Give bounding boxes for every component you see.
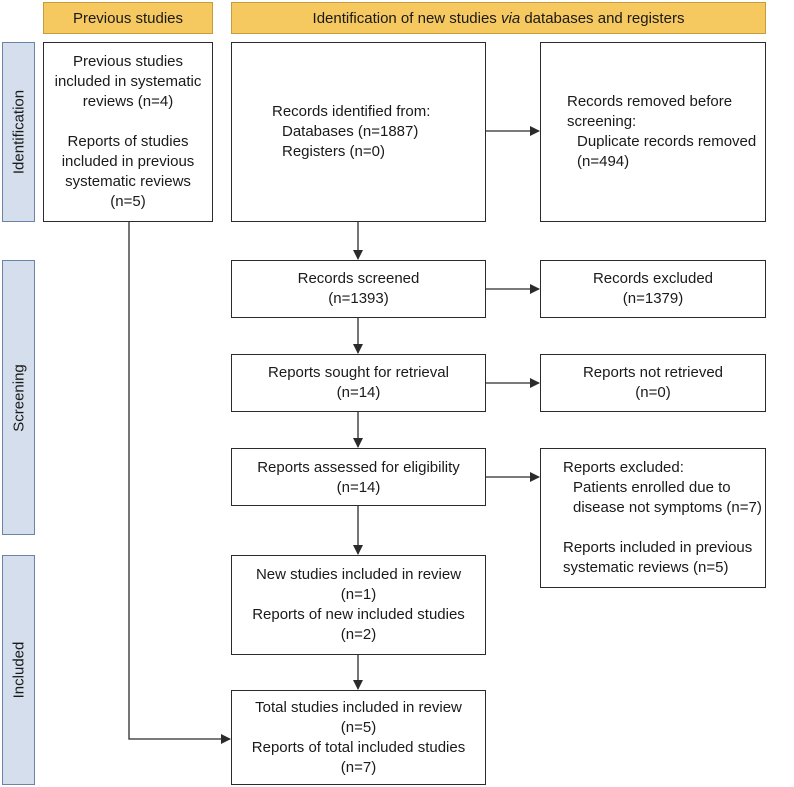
reports-assessed-count: (n=14) — [336, 479, 381, 496]
previous-studies-header-label: Previous studies — [72, 9, 184, 27]
previous-line-5: included in previous — [61, 153, 195, 170]
total-included-line-2: (n=5) — [340, 718, 377, 736]
reports-excluded-reason1-line2: disease not symptoms (n=7) — [573, 499, 762, 516]
reports-excluded-title: Reports excluded: — [563, 459, 684, 476]
reports-not-retrieved-count: (n=0) — [635, 384, 671, 401]
previous-studies-box: Previous studies included in systematic … — [43, 42, 213, 222]
reports-sought-count: (n=14) — [336, 384, 381, 401]
new-included-line-4: (n=2) — [340, 626, 377, 643]
reports-sought-label: Reports sought for retrieval — [268, 364, 449, 381]
reports-assessed-box: Reports assessed for eligibility (n=14) — [231, 448, 486, 506]
previous-line-6: systematic reviews — [65, 173, 191, 190]
records-removed-box: Records removed before screening: Duplic… — [540, 42, 766, 222]
new-studies-header-prefix: Identification of new studies — [312, 9, 501, 27]
reports-excluded-reason2-line1: Reports included in previous — [563, 539, 753, 556]
records-screened-label: Records screened — [297, 270, 420, 287]
reports-not-retrieved-box: Reports not retrieved (n=0) — [540, 354, 766, 412]
reports-not-retrieved-label: Reports not retrieved — [582, 364, 724, 381]
records-identified-registers: Registers (n=0) — [282, 143, 385, 160]
previous-studies-header: Previous studies — [43, 2, 213, 34]
reports-excluded-reason2-line2: systematic reviews (n=5) — [563, 559, 729, 576]
arrow-previous-to-total — [128, 222, 231, 744]
new-included-line-1: New studies included in review — [255, 566, 462, 583]
records-removed-line-1: Records removed before — [567, 93, 733, 110]
records-removed-line-4: (n=494) — [577, 153, 630, 170]
reports-sought-box: Reports sought for retrieval (n=14) — [231, 354, 486, 412]
phase-identification: Identification — [2, 42, 35, 222]
records-identified-title: Records identified from: — [272, 103, 431, 120]
reports-assessed-label: Reports assessed for eligibility — [257, 459, 460, 476]
records-removed-line-3: Duplicate records removed — [577, 133, 757, 150]
total-included-box: Total studies included in review (n=5) R… — [231, 690, 486, 785]
reports-excluded-reason1-line1: Patients enrolled due to — [573, 479, 731, 496]
records-excluded-label: Records excluded — [592, 270, 714, 287]
new-studies-header: Identification of new studies via databa… — [231, 2, 766, 34]
previous-line-7: (n=5) — [110, 193, 146, 210]
phase-included: Included — [2, 555, 35, 785]
total-included-line-3: Reports of total included studies — [251, 738, 466, 756]
records-removed-line-2: screening: — [567, 113, 637, 130]
new-studies-header-label: Identification of new studies via databa… — [313, 10, 685, 27]
new-included-line-2: (n=1) — [340, 586, 377, 603]
new-studies-header-via: via — [500, 9, 521, 27]
total-included-line-1: Total studies included in review — [255, 698, 462, 716]
new-included-line-3: Reports of new included studies — [252, 606, 465, 623]
new-studies-header-suffix: databases and registers — [520, 9, 685, 27]
new-included-box: New studies included in review (n=1) Rep… — [231, 555, 486, 655]
records-excluded-box: Records excluded (n=1379) — [540, 260, 766, 318]
records-identified-databases: Databases (n=1887) — [282, 123, 419, 140]
previous-line-3: reviews (n=4) — [82, 93, 174, 110]
previous-line-2: included in systematic — [54, 73, 202, 90]
total-included-line-4: (n=7) — [340, 758, 377, 776]
reports-excluded-box: Reports excluded: Patients enrolled due … — [540, 448, 766, 588]
previous-line-1: Previous studies — [72, 53, 184, 70]
records-identified-box: Records identified from: Databases (n=18… — [231, 42, 486, 222]
phase-screening: Screening — [2, 260, 35, 535]
records-excluded-count: (n=1379) — [622, 290, 684, 307]
records-screened-count: (n=1393) — [328, 290, 389, 307]
records-screened-box: Records screened (n=1393) — [231, 260, 486, 318]
previous-line-4: Reports of studies — [67, 133, 189, 150]
